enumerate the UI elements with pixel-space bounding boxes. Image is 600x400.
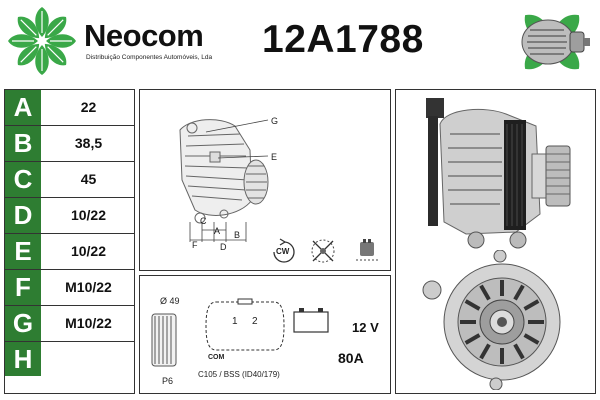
amperage: 80A: [338, 350, 364, 366]
no-fan-icon: [311, 239, 335, 263]
alternator-front-photo: [422, 250, 561, 390]
spec-value: 10/22: [70, 243, 107, 259]
spec-letter: B: [5, 126, 41, 161]
spec-row: G M10/22: [5, 306, 134, 342]
alternator-side-photo: [426, 98, 571, 249]
spec-value: [43, 342, 134, 377]
pin-2: 2: [252, 316, 258, 327]
brand-tagline: Distribuição Componentes Automóveis, Lda: [86, 54, 213, 61]
pulley-icon: [151, 313, 177, 367]
com-label: COM: [208, 354, 225, 361]
product-thumbnail: [521, 14, 590, 70]
clockwise-rotation-icon: [273, 238, 295, 263]
regulator-code: C105 / BSS (ID40/179): [198, 370, 280, 379]
spec-row: A 22: [5, 90, 134, 126]
label-e: E: [271, 152, 278, 162]
spec-row: B 38,5: [5, 126, 134, 162]
alternator-dimension-drawing: [179, 119, 269, 242]
spec-row: D 10/22: [5, 198, 134, 234]
spec-value: 22: [80, 99, 97, 115]
battery-icon: [293, 308, 329, 333]
spec-row: C 45: [5, 162, 134, 198]
product-photos-panel: [395, 89, 596, 394]
electrical-spec-panel: Ø 49 P6 1 2 COM 12 V 80A C105 / BSS (ID4…: [139, 275, 391, 394]
spec-row: H: [5, 342, 134, 393]
spec-letter: E: [5, 234, 41, 269]
label-d: D: [220, 242, 227, 252]
logo-leaf-icon: [8, 7, 76, 75]
label-g: G: [271, 116, 279, 126]
spec-row: F M10/22: [5, 270, 134, 306]
voltage: 12 V: [352, 320, 379, 335]
label-f: F: [192, 240, 198, 250]
spec-letter: F: [5, 270, 41, 305]
plug-icon: [356, 239, 378, 261]
spec-value: 38,5: [74, 135, 103, 151]
dimension-diagram-panel: G E C A B F D CW: [139, 89, 391, 271]
spec-row: E 10/22: [5, 234, 134, 270]
spec-value: 10/22: [70, 207, 107, 223]
brand-name: Neocom: [84, 18, 204, 53]
connector-diagram: [205, 298, 285, 351]
spec-table: A 22 B 38,5 C 45 D 10/22 E 10/22 F M10/2…: [4, 89, 135, 394]
rotation-label: CW: [276, 247, 290, 256]
label-b: B: [234, 230, 241, 240]
pulley-diameter: Ø 49: [160, 296, 180, 306]
spec-value: 45: [80, 171, 97, 187]
part-number: 12A1788: [262, 18, 424, 61]
spec-value: M10/22: [65, 315, 112, 331]
spec-letter: A: [5, 90, 41, 125]
spec-letter: C: [5, 162, 41, 197]
spec-letter: D: [5, 198, 41, 233]
spec-value: M10/22: [65, 279, 112, 295]
label-c: C: [200, 216, 207, 226]
pin-1: 1: [232, 316, 238, 327]
spec-letter: H: [5, 342, 41, 376]
pulley-type: P6: [162, 376, 174, 386]
spec-letter: G: [5, 306, 41, 341]
label-a: A: [214, 226, 221, 236]
